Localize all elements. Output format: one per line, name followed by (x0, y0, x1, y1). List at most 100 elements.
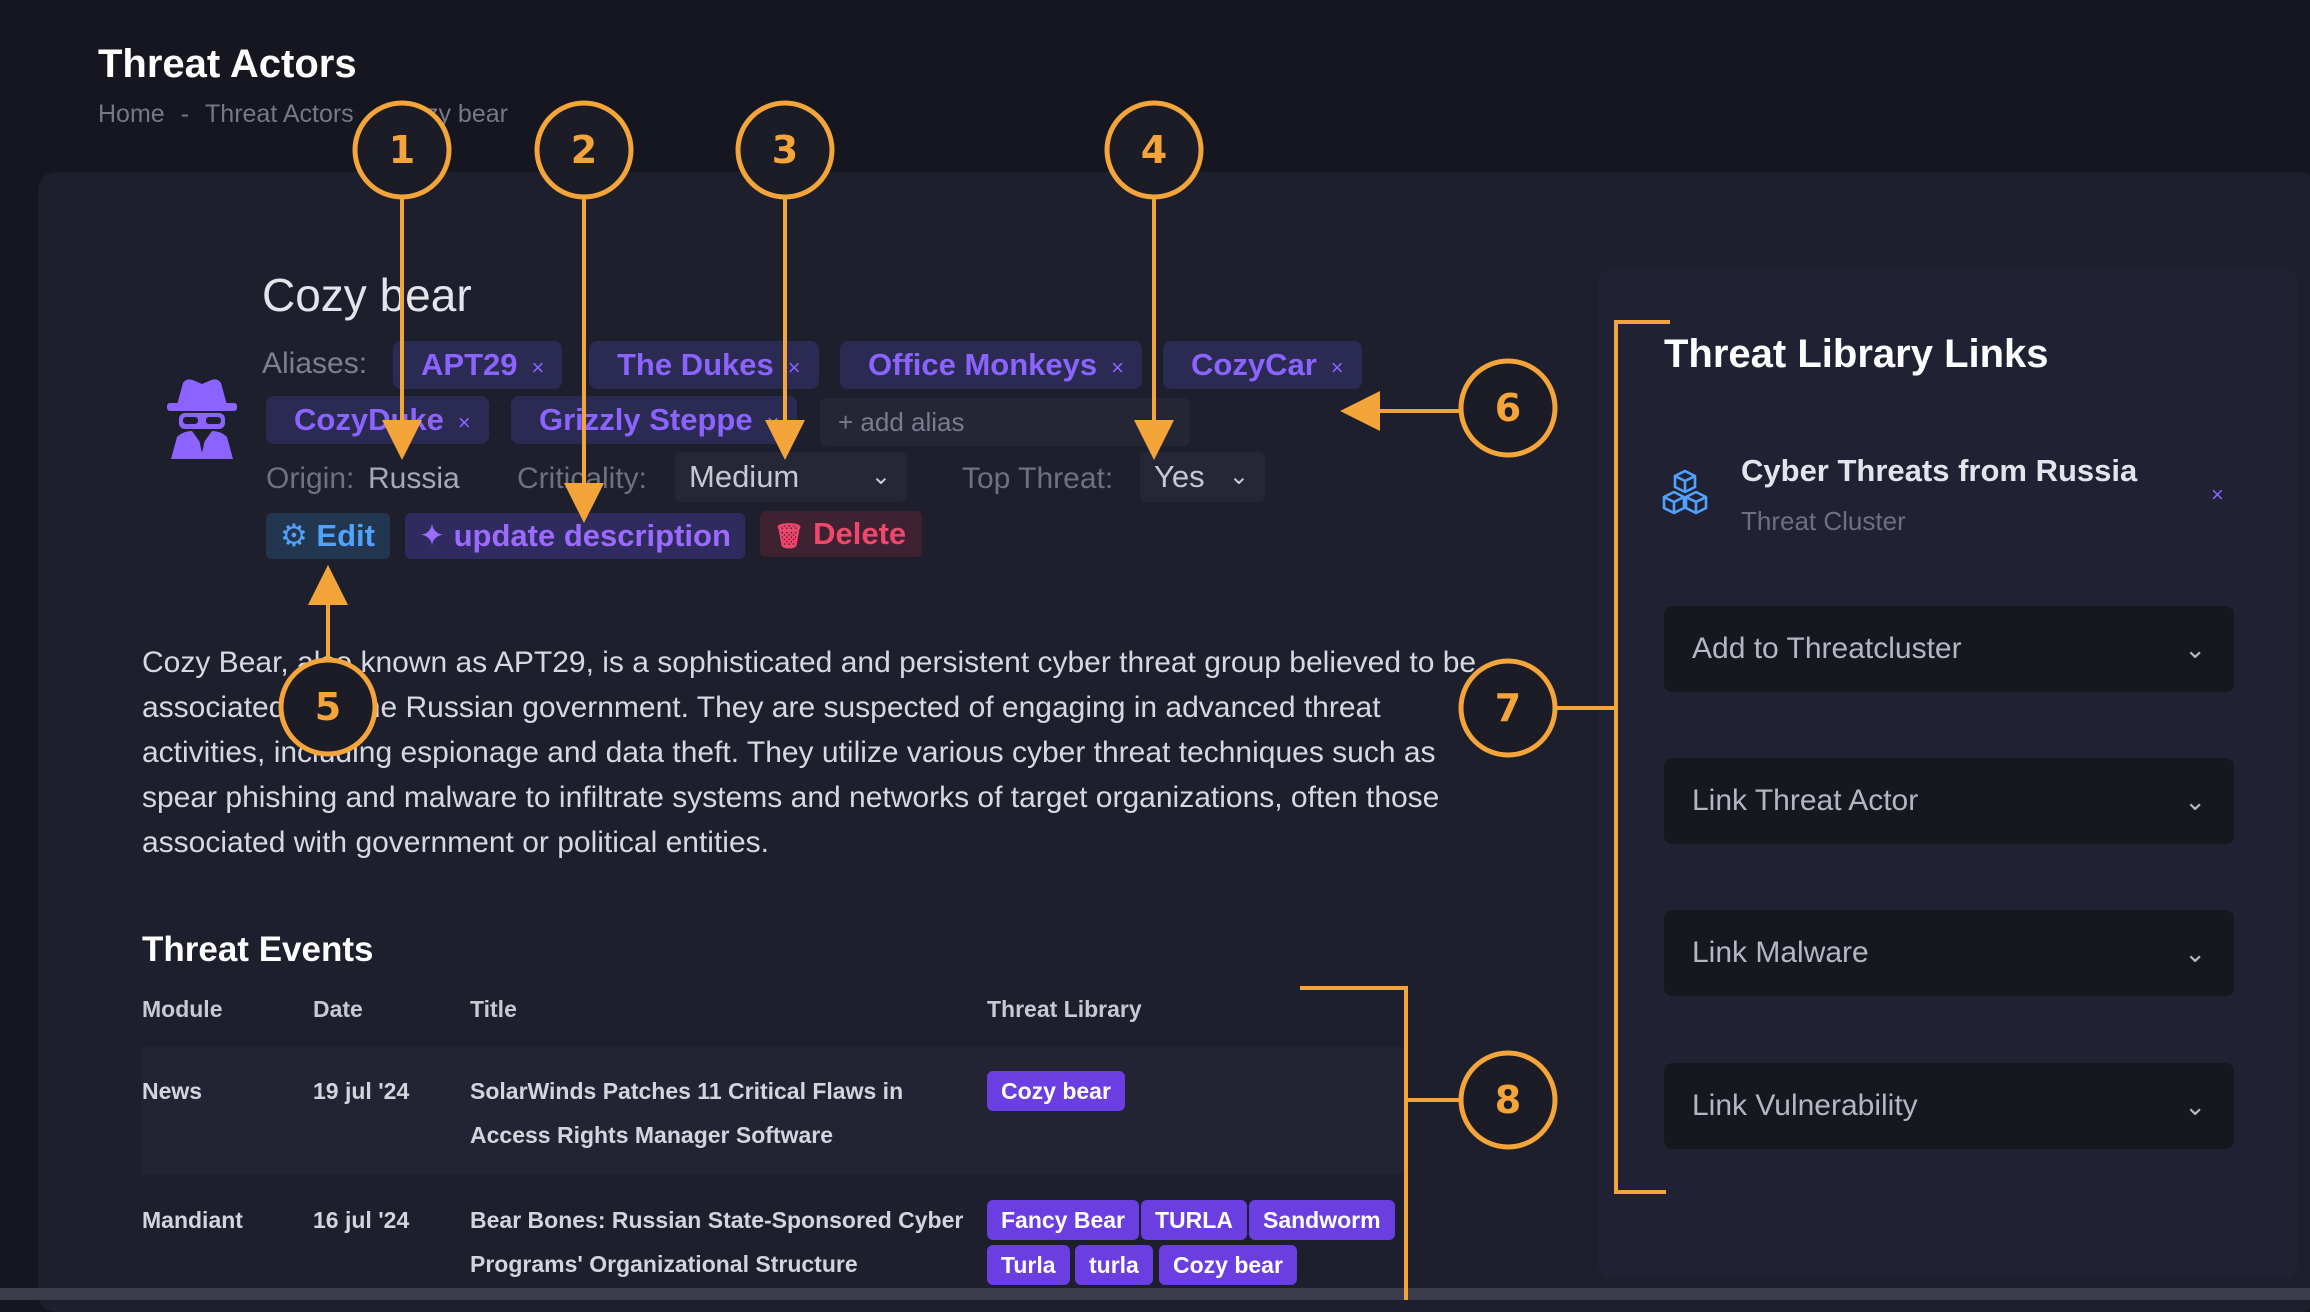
row-module: Mandiant (142, 1207, 243, 1233)
callout-bracket (1614, 320, 1670, 1194)
remove-link-icon[interactable]: × (2211, 482, 2224, 507)
aliases-label: Aliases: (262, 347, 368, 380)
sparkle-icon: ✦ (419, 518, 445, 553)
alias-chip-label: CozyCar (1191, 347, 1317, 382)
remove-alias-icon[interactable]: × (1330, 355, 1344, 380)
actor-name: Cozy bear (262, 269, 472, 321)
row-title-link[interactable]: SolarWinds Patches 11 Critical Flaws in (470, 1078, 904, 1104)
callout-number: 8 (1495, 1078, 1521, 1122)
dropdown-label: Link Threat Actor (1692, 784, 1919, 817)
linked-cluster-type: Threat Cluster (1741, 506, 1906, 536)
callout-circle (1458, 1050, 1558, 1150)
add-to-threatcluster-dropdown[interactable]: Add to Threatcluster ⌄ (1664, 606, 2234, 692)
link-malware-dropdown[interactable]: Link Malware ⌄ (1664, 910, 2234, 996)
chevron-down-icon: ⌄ (2184, 786, 2206, 816)
column-header-threat-library: Threat Library (987, 996, 1142, 1022)
threat-library-tag[interactable]: Fancy Bear (987, 1200, 1140, 1240)
delete-button[interactable]: 🗑 Delete (760, 511, 922, 557)
delete-button-label: Delete (813, 516, 907, 551)
alias-chip: APT29 × (393, 341, 563, 389)
callout-number: 4 (1141, 128, 1167, 172)
origin-label: Origin: (266, 462, 355, 495)
callout-number: 5 (315, 685, 341, 729)
criticality-select[interactable]: Medium ⌄ (675, 452, 907, 502)
row-title-link[interactable]: Access Rights Manager Software (470, 1122, 834, 1148)
alias-chip-label: Grizzly Steppe (539, 402, 753, 437)
link-vulnerability-dropdown[interactable]: Link Vulnerability ⌄ (1664, 1063, 2234, 1149)
update-description-button[interactable]: ✦ update description (405, 513, 745, 559)
threat-events-title: Threat Events (142, 930, 374, 969)
column-header-module: Module (142, 996, 223, 1022)
remove-alias-icon[interactable]: × (531, 355, 545, 380)
edit-button-label: Edit (316, 518, 375, 553)
add-alias-input[interactable]: + add alias (820, 398, 1190, 446)
row-title-link[interactable]: Bear Bones: Russian State-Sponsored Cybe… (470, 1207, 964, 1233)
bottom-edge-bar (0, 1288, 2310, 1300)
alias-chip: The Dukes × (589, 341, 819, 389)
update-description-label: update description (453, 518, 731, 553)
dropdown-label: Add to Threatcluster (1692, 632, 1962, 665)
callout-circle (534, 100, 634, 200)
dropdown-label: Link Vulnerability (1692, 1089, 1918, 1122)
alias-chip-label: The Dukes (617, 347, 774, 382)
spy-icon (167, 379, 237, 459)
callout-circle (352, 100, 452, 200)
alias-chip-label: APT29 (421, 347, 518, 382)
alias-chip: Office Monkeys × (840, 341, 1142, 389)
remove-alias-icon[interactable]: × (787, 355, 801, 380)
callout-number: 1 (389, 128, 415, 172)
top-threat-select[interactable]: Yes ⌄ (1140, 452, 1265, 502)
cube-cluster-icon (1662, 469, 1708, 515)
linked-cluster-title[interactable]: Cyber Threats from Russia (1741, 453, 2138, 488)
callout-bracket (1300, 986, 1408, 1300)
alias-chip: CozyDuke× (266, 396, 489, 444)
row-title-link[interactable]: Programs' Organizational Structure (470, 1251, 858, 1277)
callout-number: 2 (571, 128, 597, 172)
gear-icon: ⚙ (280, 518, 308, 553)
alias-chip: Grizzly Steppe× (511, 396, 798, 444)
remove-alias-icon[interactable]: × (1111, 355, 1124, 380)
callout-circle (1458, 358, 1558, 458)
breadcrumb-threat-actors[interactable]: Threat Actors (205, 100, 354, 128)
callout-number: 6 (1495, 386, 1521, 430)
chevron-down-icon: ⌄ (2184, 634, 2206, 664)
origin-value: Russia (368, 462, 460, 495)
row-date: 16 jul '24 (313, 1207, 410, 1233)
chevron-down-icon: ⌄ (2184, 1091, 2206, 1121)
callout-number: 7 (1495, 686, 1521, 730)
callout-circle (278, 657, 378, 757)
alias-chip: CozyCar × (1163, 341, 1362, 389)
breadcrumb-separator: - (180, 100, 190, 128)
remove-alias-icon[interactable]: × (457, 410, 471, 435)
threat-library-tag[interactable]: Cozy bear (1159, 1245, 1297, 1285)
threat-library-tag[interactable]: TURLA (1141, 1200, 1247, 1240)
chevron-down-icon: ⌄ (2184, 938, 2206, 968)
threat-library-tag[interactable]: Sandworm (1249, 1200, 1395, 1240)
callout-circle (735, 100, 835, 200)
row-date: 19 jul '24 (313, 1078, 410, 1104)
edit-button[interactable]: ⚙ Edit (266, 513, 390, 559)
callout-number: 3 (772, 128, 798, 172)
callout-circle (1104, 100, 1204, 200)
chevron-down-icon: ⌄ (870, 463, 891, 490)
criticality-value: Medium (689, 459, 800, 494)
link-threat-actor-dropdown[interactable]: Link Threat Actor ⌄ (1664, 758, 2234, 844)
top-threat-label: Top Threat: (962, 462, 1114, 495)
threat-library-links-title: Threat Library Links (1664, 332, 2049, 376)
breadcrumb-home[interactable]: Home (98, 100, 165, 128)
chevron-down-icon: ⌄ (1228, 463, 1249, 490)
callout-circle (1458, 658, 1558, 758)
row-module: News (142, 1078, 203, 1104)
threat-library-tag[interactable]: Turla (987, 1245, 1070, 1285)
threat-library-tag[interactable]: Cozy bear (987, 1071, 1125, 1111)
page-title: Threat Actors (98, 42, 357, 86)
column-header-title: Title (470, 996, 517, 1022)
top-threat-value: Yes (1154, 459, 1205, 494)
trash-icon: 🗑 (774, 523, 805, 550)
column-header-date: Date (313, 996, 363, 1022)
threat-library-tag[interactable]: turla (1075, 1245, 1153, 1285)
alias-chip-label: Office Monkeys (868, 347, 1098, 382)
table-row-background (142, 1047, 1407, 1174)
dropdown-label: Link Malware (1692, 936, 1869, 969)
